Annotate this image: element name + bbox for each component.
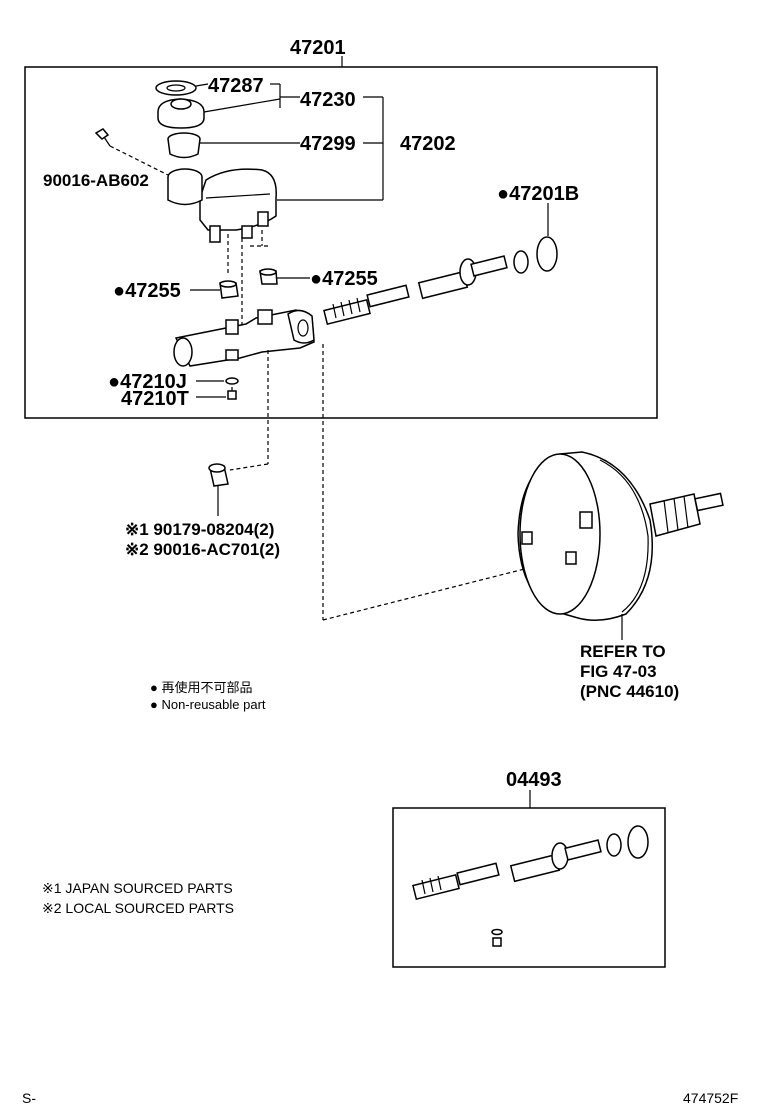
clip-ref-2[interactable]: ※2 90016-AC701(2) [125, 540, 280, 559]
kit-seal-icon [606, 833, 622, 857]
label-90016-ab602[interactable]: 90016-AB602 [43, 171, 149, 190]
label-47287[interactable]: 47287 [208, 75, 264, 97]
strainer-47299-icon [167, 132, 201, 159]
primary-piston-icon [417, 255, 508, 300]
label-47201b[interactable]: ●47201B [497, 183, 579, 205]
label-04493[interactable]: 04493 [506, 769, 562, 791]
screw-90016-ab602-icon [94, 128, 111, 147]
label-47299[interactable]: 47299 [300, 133, 356, 155]
reservoir-cap-47230-icon [157, 98, 205, 129]
footer-code: 474752F [683, 1090, 738, 1106]
label-47210t[interactable]: 47210T [121, 388, 189, 410]
seal-icon [513, 250, 529, 274]
label-47255-right[interactable]: ●47255 [310, 268, 378, 290]
note-japan: ※1 JAPAN SOURCED PARTS [42, 880, 233, 896]
refer-line-1[interactable]: REFER TO [580, 642, 666, 661]
kit-o-ring-icon [627, 825, 649, 859]
gasket-47210j-icon [225, 377, 239, 385]
refer-line-2[interactable]: FIG 47-03 [580, 662, 657, 681]
label-47202[interactable]: 47202 [400, 133, 456, 155]
o-ring-47201b-icon [536, 236, 558, 272]
legend-jp: ● 再使用不可部品 [150, 680, 252, 695]
reservoir-tank-icon [167, 168, 277, 243]
master-cylinder-body-icon [173, 309, 315, 367]
grommet-right-icon [259, 268, 278, 285]
secondary-piston-icon [323, 284, 410, 326]
kit-bolt-icon [491, 928, 503, 947]
refer-line-3[interactable]: (PNC 44610) [580, 682, 679, 701]
kit-frame [392, 807, 666, 968]
bolt-47210t-icon [227, 387, 237, 400]
label-47230[interactable]: 47230 [300, 89, 356, 111]
kit-piston-icon [412, 839, 602, 901]
brake-booster-icon [517, 451, 724, 621]
footer-left: S- [22, 1090, 36, 1106]
grommet-left-icon [219, 280, 239, 299]
assembly-frame [24, 66, 658, 419]
label-47255-left[interactable]: ●47255 [113, 280, 181, 302]
clip-nut-icon [208, 463, 229, 487]
note-local: ※2 LOCAL SOURCED PARTS [42, 900, 234, 916]
label-47201[interactable]: 47201 [290, 37, 346, 59]
gasket-47287-icon [155, 80, 197, 96]
label-47210j[interactable]: ●47210J [108, 371, 187, 393]
legend-en: ● Non-reusable part [150, 697, 266, 712]
clip-ref-1[interactable]: ※1 90179-08204(2) [125, 520, 274, 539]
